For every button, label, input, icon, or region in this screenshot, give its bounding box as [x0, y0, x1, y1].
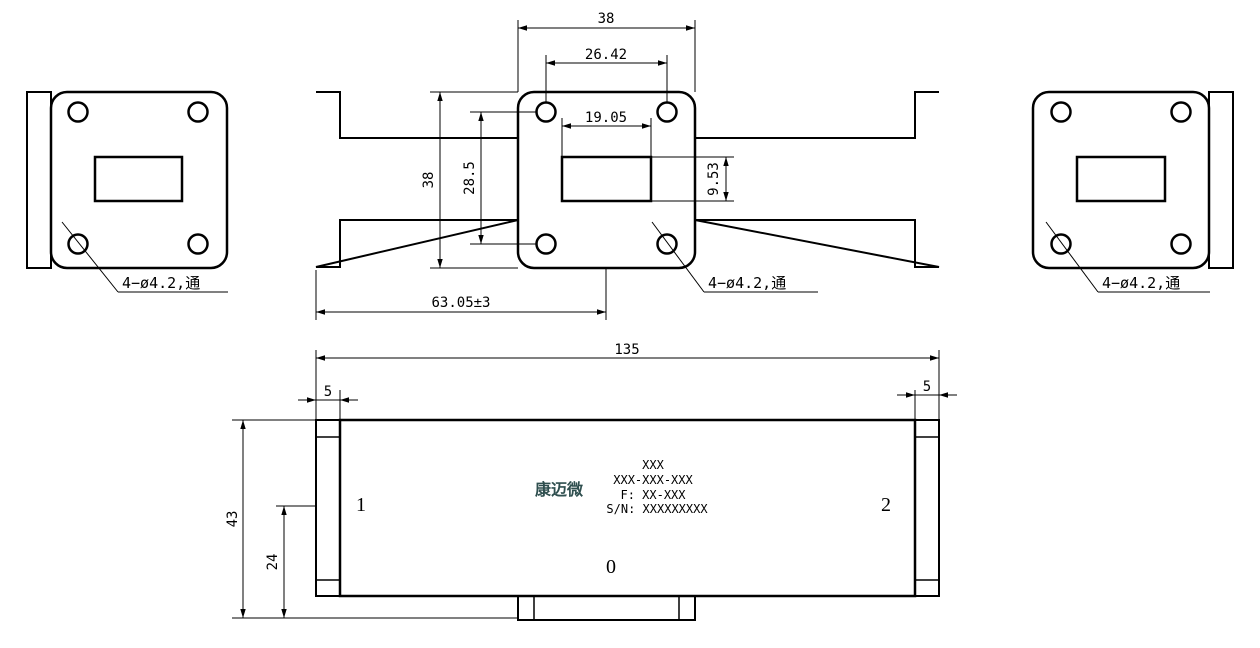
- center-hole-leader: [651, 221, 705, 293]
- dim-total-length: 135: [614, 342, 639, 358]
- nameplate-line-frequency: F: XX-XXX: [620, 488, 686, 502]
- left-hole-leader: [61, 221, 119, 293]
- left-view-hole: [67, 101, 89, 123]
- left-view-flange-edge: [26, 91, 52, 269]
- top-view-left-flange: [315, 91, 519, 268]
- hole-note-left: 4−ø4.2,通: [122, 274, 200, 292]
- dim-hole-spacing-h: 26.42: [585, 47, 627, 63]
- port-label-2: 2: [881, 494, 891, 516]
- dim-flange-thickness-left: 5: [324, 384, 332, 400]
- dimension-lines: [232, 20, 957, 619]
- right-end-view: [1031, 90, 1234, 293]
- left-view-hole: [187, 101, 209, 123]
- right-view-hole: [1050, 101, 1072, 123]
- top-view-right-flange: [694, 91, 940, 268]
- left-end-view: [26, 90, 229, 293]
- port-label-1: 1: [356, 494, 366, 516]
- top-view-hole: [656, 101, 678, 123]
- dim-aperture-height: 9.53: [706, 162, 722, 196]
- hole-note-right: 4−ø4.2,通: [1102, 274, 1180, 292]
- port-label-0: 0: [606, 556, 616, 578]
- left-view-aperture: [93, 155, 184, 203]
- dim-aperture-width: 19.05: [585, 110, 627, 126]
- front-view-bottom-flange: [517, 595, 696, 621]
- dim-hole-spacing-v: 28.5: [462, 161, 478, 195]
- top-view: [315, 90, 940, 293]
- nameplate: 康迈微 XXX XXX-XXX-XXX F: XX-XXX S/N: XXXXX…: [535, 458, 708, 516]
- hole-note-center: 4−ø4.2,通: [708, 274, 786, 292]
- right-view-flange-face: [1031, 90, 1211, 270]
- front-view-left-flange: [315, 419, 341, 597]
- top-view-hole: [656, 233, 678, 255]
- nameplate-line-part: XXX-XXX-XXX: [613, 473, 693, 487]
- right-hole-leader: [1045, 221, 1099, 293]
- top-view-hole: [535, 101, 557, 123]
- right-view-flange-edge: [1208, 91, 1234, 269]
- right-view-aperture: [1075, 155, 1167, 203]
- top-view-aperture: [560, 155, 653, 203]
- dim-offset-length: 63.05±3: [431, 295, 490, 311]
- front-view-right-flange: [914, 419, 940, 597]
- right-view-hole: [1170, 233, 1192, 255]
- nameplate-line-model: XXX: [642, 458, 664, 472]
- left-view-flange-face: [49, 90, 229, 270]
- dim-flange-height: 38: [421, 172, 437, 189]
- dim-port-height: 24: [265, 554, 281, 571]
- dim-top-width: 38: [598, 11, 615, 27]
- right-view-hole: [1050, 233, 1072, 255]
- left-view-hole: [67, 233, 89, 255]
- brand-logo-text: 康迈微: [535, 480, 584, 499]
- left-view-hole: [187, 233, 209, 255]
- top-view-hole: [535, 233, 557, 255]
- dim-body-height: 43: [225, 511, 241, 528]
- dim-flange-thickness-right: 5: [923, 379, 931, 395]
- front-view: [315, 418, 940, 621]
- right-view-hole: [1170, 101, 1192, 123]
- nameplate-line-serial: S/N: XXXXXXXXX: [606, 502, 708, 516]
